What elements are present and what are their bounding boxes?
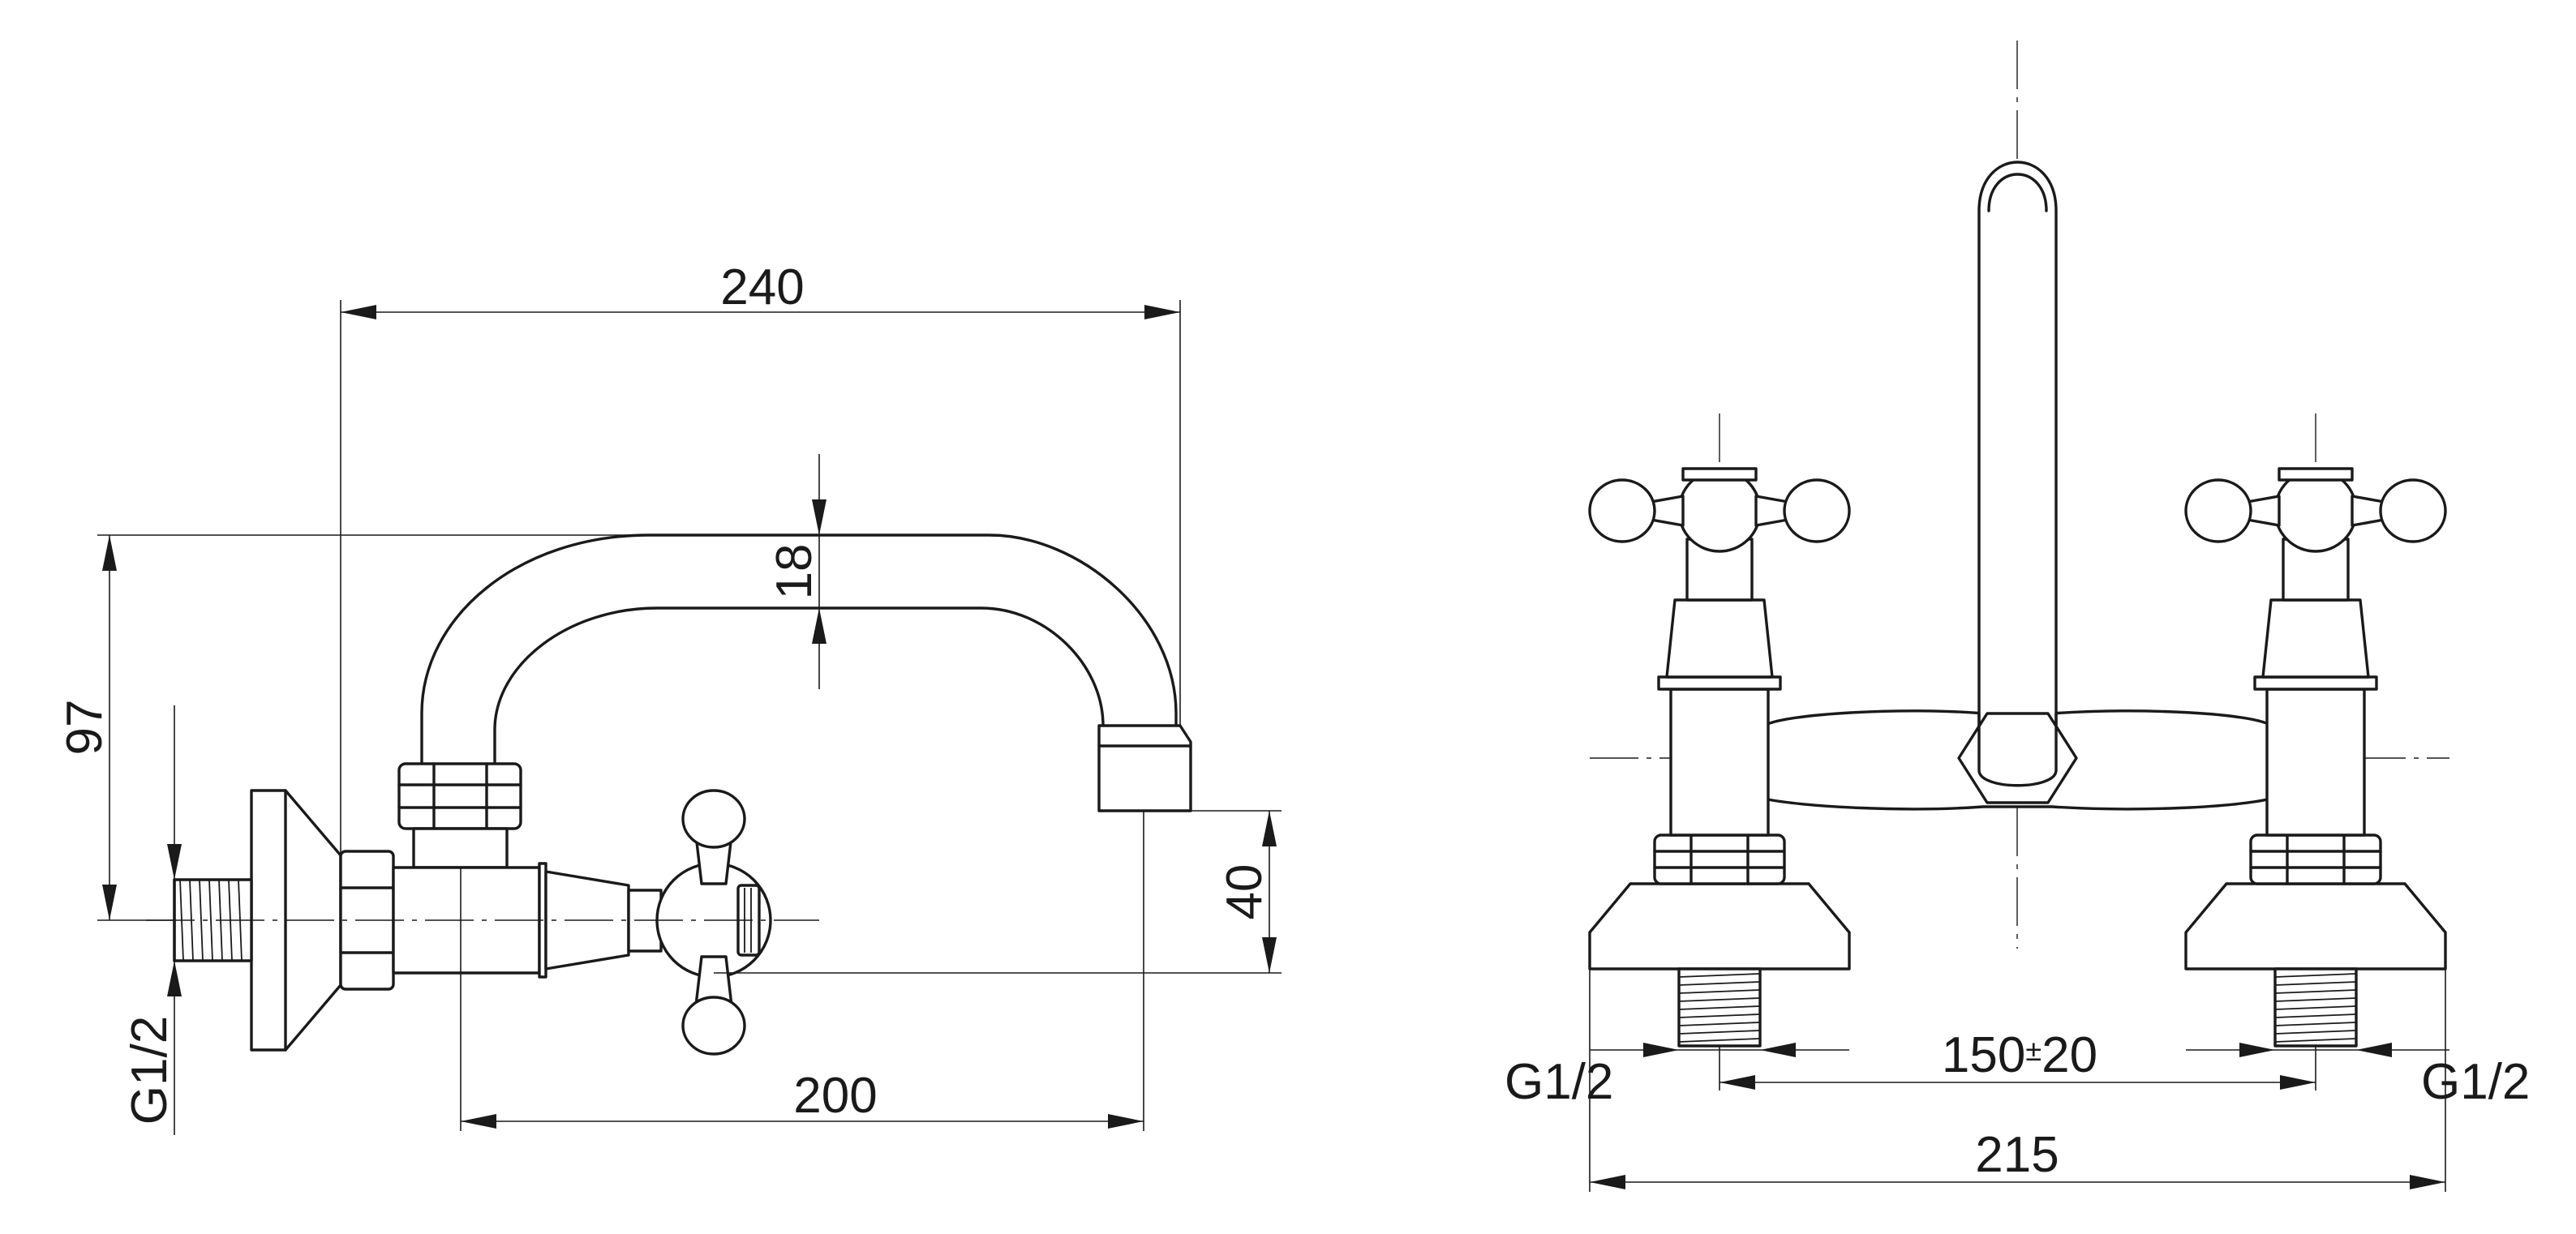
right-valve <box>2184 467 2447 1048</box>
dim-240-label: 240 <box>720 259 804 315</box>
dim-150-tol-symbol: ± <box>2025 1034 2041 1067</box>
dim-150-tol-value: 20 <box>2041 1027 2097 1083</box>
dim-thread-side: G1/2 <box>122 705 182 1135</box>
dim-40-label: 40 <box>1217 864 1273 920</box>
dim-97: 97 <box>57 534 649 921</box>
dim-215: 215 <box>1589 969 2446 1192</box>
dim-240: 240 <box>340 259 1181 859</box>
spout-tip <box>1097 724 1192 812</box>
thread-label-left: G1/2 <box>1505 1054 1613 1110</box>
left-valve <box>1588 467 1851 1048</box>
dim-150-label: 150±20 <box>1942 1027 2097 1083</box>
dim-40: 40 <box>714 810 1282 974</box>
dim-97-label: 97 <box>57 700 113 756</box>
vertical-spout <box>1957 161 2078 804</box>
dim-150: 150±20 <box>1719 1027 2316 1090</box>
spout-union-nut <box>397 762 522 869</box>
thread-label-right: G1/2 <box>2421 1054 2530 1110</box>
dim-200-label: 200 <box>793 1068 877 1124</box>
dim-200: 200 <box>460 811 1144 1131</box>
dim-thread-left: G1/2 <box>1505 1043 1849 1110</box>
cross-handle <box>655 789 772 1056</box>
dim-18: 18 <box>766 454 826 689</box>
dim-150-value: 150 <box>1942 1027 2025 1083</box>
front-view: G1/2 G1/2 150±20 215 <box>1505 41 2530 1192</box>
side-view: 240 18 97 40 <box>57 259 1282 1135</box>
dim-215-label: 215 <box>1975 1127 2059 1183</box>
thread-label-side: G1/2 <box>122 1016 178 1125</box>
dim-thread-right: G1/2 <box>2186 1043 2530 1110</box>
dim-18-label: 18 <box>766 544 822 600</box>
